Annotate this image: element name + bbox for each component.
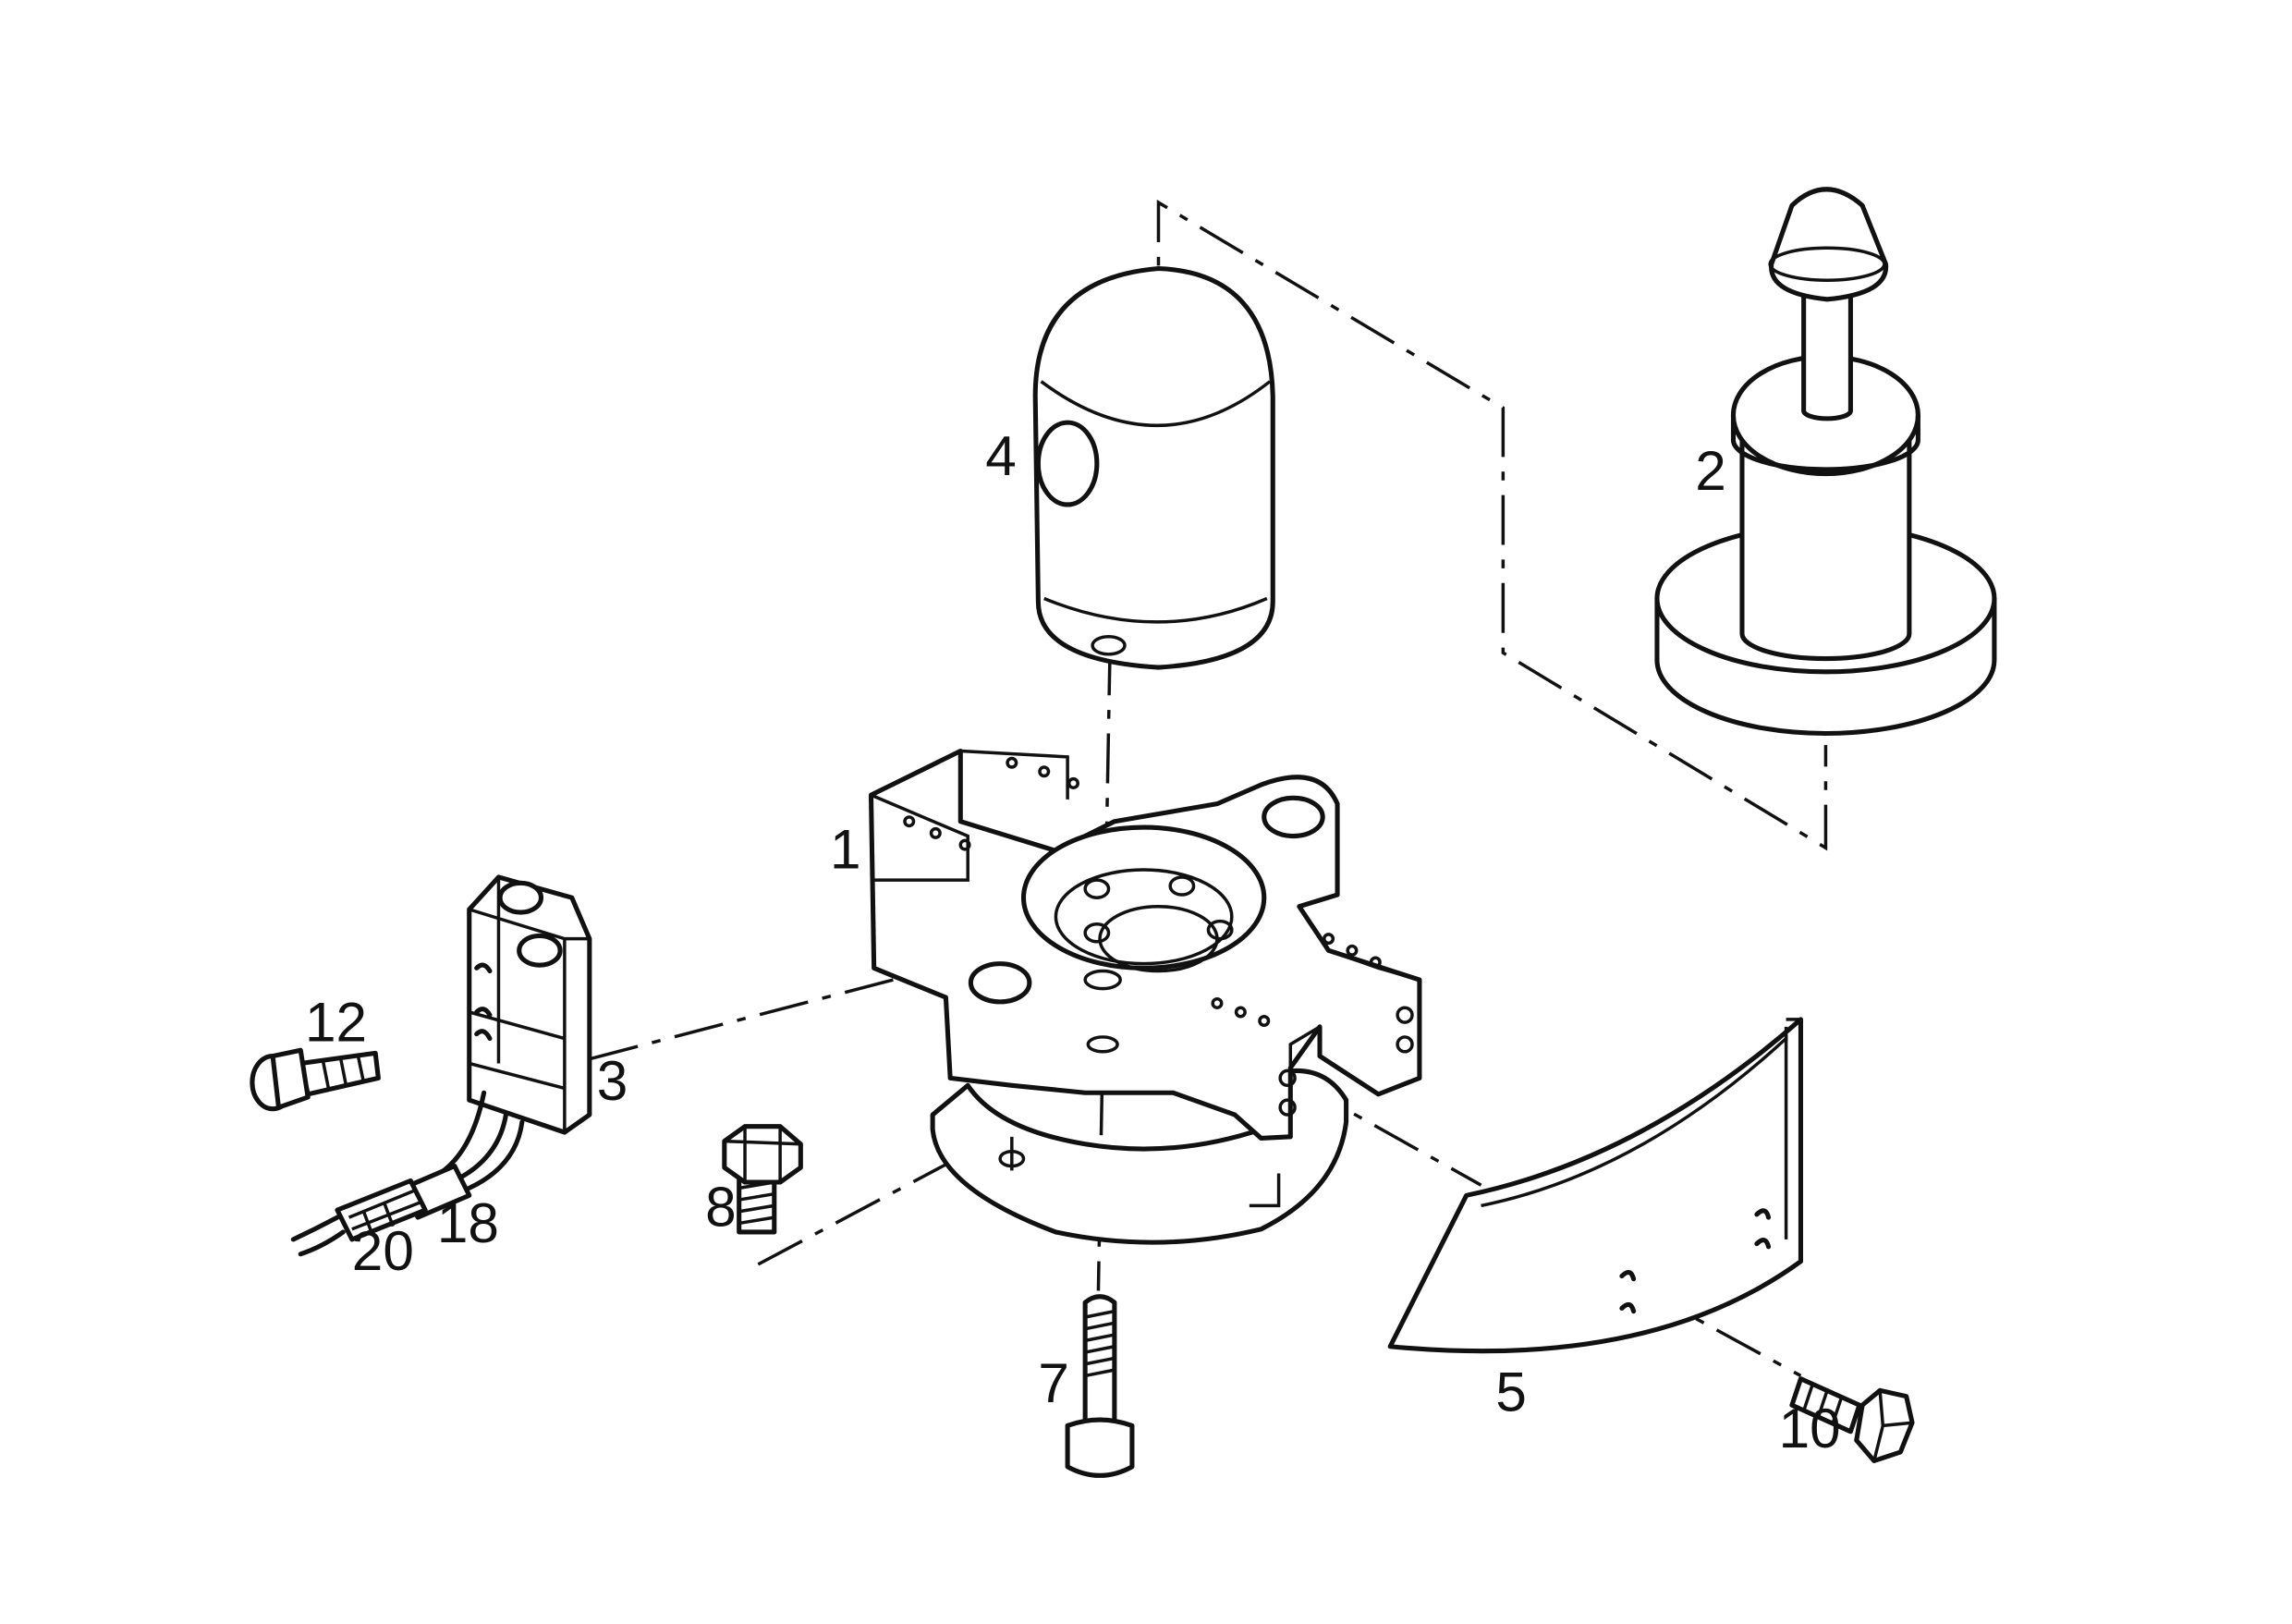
callout-2: 2 <box>1695 439 1726 502</box>
callout-20: 20 <box>352 1219 414 1282</box>
part-10-hex-screw <box>1789 1376 1915 1464</box>
callout-labels: 1 2 3 4 5 7 8 10 12 18 20 <box>305 424 1841 1459</box>
callout-4: 4 <box>985 424 1017 487</box>
part-1-hub <box>868 748 1422 1245</box>
callout-10: 10 <box>1779 1397 1841 1459</box>
callout-18: 18 <box>437 1191 499 1254</box>
part-3-clamp <box>290 874 592 1257</box>
hub-small-holes <box>903 756 1414 1117</box>
callout-5: 5 <box>1495 1361 1527 1423</box>
part-12-cap-screw <box>250 1047 381 1112</box>
callout-7: 7 <box>1038 1351 1069 1414</box>
assembly-line-part3 <box>589 960 961 1061</box>
callout-1: 1 <box>830 817 861 880</box>
callout-3: 3 <box>597 1049 628 1112</box>
assembly-line-part2 <box>1156 200 1828 851</box>
part-5-shield-plate <box>1387 1017 1803 1354</box>
part-4-sleeve <box>1032 265 1275 670</box>
part-7-long-screw <box>1065 1294 1135 1478</box>
part-2-post <box>1654 187 1997 736</box>
assembly-line-part8 <box>757 1128 1013 1266</box>
part-8-hex-bolt <box>722 1124 803 1235</box>
callout-12: 12 <box>305 991 367 1054</box>
callout-8: 8 <box>705 1176 737 1239</box>
